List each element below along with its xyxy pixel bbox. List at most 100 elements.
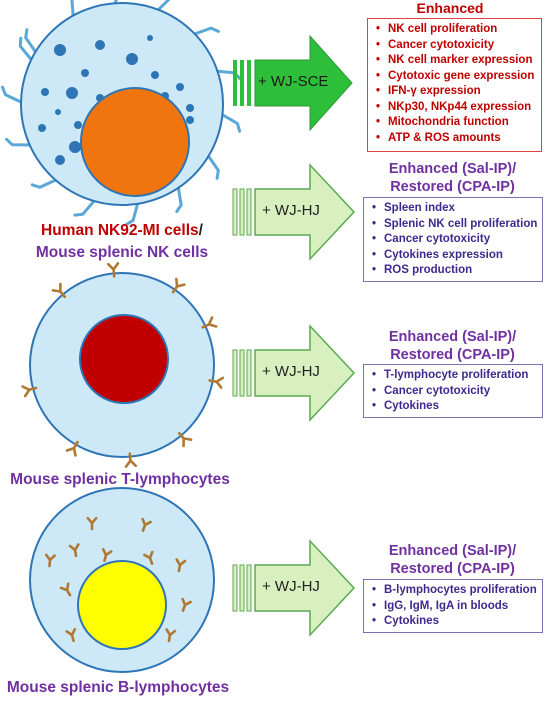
- b-cell-label: Mouse splenic B-lymphocytes: [6, 679, 230, 696]
- effects-list-wj-hj-b: B-lymphocytes proliferation IgG, IgM, Ig…: [364, 580, 542, 633]
- nk-cell-label-mouse: Mouse splenic NK cells: [35, 244, 209, 261]
- b-cell-antibody: [165, 628, 177, 643]
- nk-projection: [30, 176, 62, 189]
- b-cell-nucleus: [77, 560, 167, 650]
- nk-projection: [124, 198, 141, 227]
- nk-granule: [95, 40, 105, 50]
- nk-granule: [55, 109, 61, 115]
- nk-projection: [189, 26, 220, 37]
- t-cell-receptor: [51, 282, 67, 299]
- nk-granule: [41, 88, 49, 96]
- b-cell-antibodies: [44, 516, 192, 643]
- effects-box-wj-hj-nk: Spleen index Splenic NK cell proliferati…: [363, 197, 543, 282]
- effect-item: Splenic NK cell proliferation: [370, 217, 537, 233]
- effect-item: NK cell marker expression: [374, 53, 535, 69]
- effects-box-wj-sce: NK cell proliferation Cancer cytotoxicit…: [367, 18, 542, 152]
- effect-item: Mitochondria function: [374, 115, 535, 131]
- b-cell-antibody: [141, 517, 152, 532]
- arrow-wj-hj-t: [232, 324, 356, 422]
- b-cell-antibody: [143, 550, 154, 565]
- effect-item: Cytotoxic gene expression: [374, 69, 535, 85]
- treatment-label-wj-sce: + WJ-SCE: [258, 73, 329, 90]
- b-cell-antibody: [101, 547, 113, 563]
- b-cell-antibody: [44, 553, 56, 568]
- nk-granule: [186, 104, 194, 112]
- t-cell-receptor: [208, 376, 225, 389]
- t-cell-receptor: [124, 452, 138, 468]
- b-cell-antibody: [181, 597, 192, 612]
- nk-granule: [38, 124, 46, 132]
- treatment-label-wj-hj-t: + WJ-HJ: [262, 363, 320, 380]
- effects-header-line2: Restored (CPA-IP): [390, 347, 515, 363]
- effects-box-wj-hj-t: T-lymphocyte proliferation Cancer cytoto…: [363, 364, 543, 418]
- nk-granule: [74, 121, 82, 129]
- effects-header-wj-hj-t: Enhanced (Sal-IP)/ Restored (CPA-IP): [355, 328, 550, 364]
- treatment-label-wj-hj-b: + WJ-HJ: [262, 578, 320, 595]
- nk-granule: [147, 35, 153, 41]
- nk-projection: [5, 137, 36, 147]
- nk-projection: [204, 151, 220, 180]
- treatment-label-wj-hj-nk: + WJ-HJ: [262, 202, 320, 219]
- effects-header-line2: Restored (CPA-IP): [390, 561, 515, 577]
- t-cell-receptors: [21, 262, 225, 468]
- nk-projection: [70, 0, 75, 22]
- effects-box-wj-hj-b: B-lymphocytes proliferation IgG, IgM, Ig…: [363, 579, 543, 633]
- effects-header-wj-hj-b: Enhanced (Sal-IP)/ Restored (CPA-IP): [355, 542, 550, 578]
- effect-item: NKp30, NKp44 expression: [374, 100, 535, 116]
- effect-item: NK cell proliferation: [374, 22, 535, 38]
- effect-item: Spleen index: [370, 201, 536, 217]
- nk-granule: [55, 155, 65, 165]
- nk-projection: [112, 0, 118, 9]
- effects-list-wj-sce: NK cell proliferation Cancer cytotoxicit…: [368, 19, 541, 149]
- arrow-wj-hj-b: [232, 539, 356, 637]
- effect-item: IFN-γ expression: [374, 84, 535, 100]
- effect-item: Cancer cytotoxicity: [370, 384, 536, 400]
- t-cell-label: Mouse splenic T-lymphocytes: [10, 471, 230, 488]
- b-cell-antibody: [175, 558, 187, 573]
- effects-list-wj-hj-nk: Spleen index Splenic NK cell proliferati…: [364, 198, 542, 282]
- effects-header-line2: Restored (CPA-IP): [390, 179, 515, 195]
- b-cell: [29, 487, 215, 673]
- effect-item: T-lymphocyte proliferation: [370, 368, 536, 384]
- nk-projection: [175, 182, 183, 213]
- nk-granule: [186, 116, 194, 124]
- nk-granule: [54, 44, 66, 56]
- effects-header-line1: Enhanced (Sal-IP)/: [388, 161, 517, 177]
- effect-item: B-lymphocytes proliferation: [370, 583, 537, 599]
- nk-projection: [18, 36, 36, 65]
- nk-projection: [73, 196, 99, 217]
- effects-header-wj-sce: Enhanced: [416, 0, 484, 16]
- effects-header-line1: Enhanced (Sal-IP)/: [388, 329, 517, 345]
- nk-projection: [24, 28, 40, 57]
- effects-header-wj-hj-nk: Enhanced (Sal-IP)/ Restored (CPA-IP): [355, 160, 550, 196]
- nk-cell-label-human: Human NK92-MI cells: [41, 222, 199, 239]
- nk-cell-label-line1: Human NK92-MI cells/: [12, 222, 232, 240]
- b-cell-antibody: [68, 543, 80, 558]
- nk-granule: [151, 71, 159, 79]
- t-cell-receptor: [177, 431, 193, 448]
- t-cell-receptor: [106, 262, 120, 278]
- effect-item: ATP & ROS amounts: [374, 131, 535, 147]
- nk-projection: [153, 0, 171, 15]
- nk-granule: [176, 83, 184, 91]
- arrow-wj-sce: [233, 34, 353, 132]
- b-cell-antibody: [59, 582, 72, 597]
- t-cell-nucleus: [79, 314, 169, 404]
- arrow-wj-hj-nk: [232, 163, 356, 261]
- t-cell-receptor: [21, 385, 38, 398]
- nk-cell-projections: [1, 0, 242, 227]
- t-cell-receptor: [65, 440, 79, 457]
- b-cell-antibody: [65, 627, 77, 643]
- effect-item: Cytokines: [370, 614, 536, 630]
- nk-cell-label-separator: /: [198, 222, 203, 239]
- nk-granule: [66, 87, 78, 99]
- b-cell-antibody: [86, 516, 98, 531]
- t-cell: [21, 262, 225, 468]
- nk-cell-nucleus: [80, 87, 190, 197]
- effect-item: IgG, IgM, IgA in bloods: [370, 599, 536, 615]
- nk-granule: [126, 53, 138, 65]
- nk-granule: [81, 69, 89, 77]
- effect-item: Cancer cytotoxicity: [370, 232, 536, 248]
- t-cell-receptor: [171, 277, 186, 294]
